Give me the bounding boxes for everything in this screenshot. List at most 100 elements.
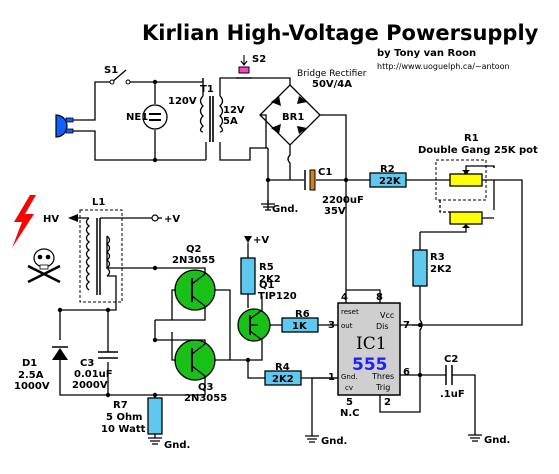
- c3-label: C3: [80, 358, 94, 369]
- url-text: http://www.uoguelph.ca/~antoon: [377, 62, 510, 71]
- hv-label: HV: [43, 214, 59, 225]
- ic1-pin-8: 8: [376, 292, 383, 303]
- ic1-555-timer: [337, 302, 401, 396]
- c3-capacitor: [98, 351, 118, 359]
- r1-pot-a: [449, 173, 483, 187]
- r3-resistor: [412, 249, 428, 287]
- br1-label: BR1: [282, 112, 304, 123]
- gnd-label-ic: Gnd.: [321, 436, 347, 447]
- mains-plug-icon: [55, 114, 74, 138]
- ic1-pin-5: 5: [346, 397, 353, 408]
- d1-label: D1: [22, 358, 37, 369]
- r4-label: R4: [275, 362, 290, 373]
- c1-label: C1: [318, 167, 332, 178]
- ic1-pin-thres: Thres: [371, 372, 394, 381]
- ic1-pin-4: 4: [341, 292, 348, 303]
- c1-capacitor: [304, 169, 316, 191]
- hv-output-arrow: [68, 214, 78, 222]
- q3-transistor: [174, 339, 216, 381]
- ground-symbol-ic: [305, 435, 319, 443]
- ic1-pin-trig: Trig: [375, 383, 390, 392]
- bridge-label: Bridge Rectifier: [297, 69, 367, 79]
- spark-icon: [12, 195, 36, 248]
- s1-label: S1: [104, 65, 118, 76]
- plus-v-label-r5: +V: [253, 235, 269, 246]
- c1-voltage: 35V: [324, 206, 346, 217]
- s2-label: S2: [252, 54, 266, 65]
- r4-value: 2K2: [272, 374, 294, 385]
- s1-switch: [109, 69, 131, 85]
- gnd-label-r7: Gnd.: [164, 440, 190, 451]
- t1-primary-label: 120V: [168, 96, 197, 107]
- s2-pushbutton: [236, 55, 252, 79]
- c2-label: C2: [444, 354, 458, 365]
- ground-symbol-r7: [148, 437, 162, 445]
- r5-label: R5: [259, 262, 274, 273]
- r1-pot-b: [449, 211, 483, 225]
- ic1-pin-vcc: Vcc: [380, 311, 394, 320]
- l1-coil-box: [79, 209, 123, 303]
- ne1-neon-lamp: [142, 104, 168, 130]
- r5-resistor: [240, 257, 256, 295]
- r7-label: R7: [113, 400, 128, 411]
- q2-label: Q2: [186, 244, 202, 255]
- r1-description: Double Gang 25K pot: [418, 145, 538, 156]
- l1-coil: [85, 217, 111, 295]
- t1-label: T1: [200, 84, 214, 95]
- ground-symbol-c2: [468, 434, 482, 442]
- q3-label: Q3: [198, 382, 214, 393]
- t1-transformer: [199, 78, 224, 160]
- ground-symbol-c1: [261, 200, 275, 211]
- r3-label: R3: [430, 252, 445, 263]
- r7-resistor: [147, 397, 163, 435]
- ic1-pin-gnd: Gnd.: [341, 373, 358, 381]
- mains-wire: [73, 81, 206, 161]
- r2-label: R2: [380, 164, 395, 175]
- ic1-name: IC1: [356, 334, 387, 354]
- q3-type: 2N3055: [184, 393, 227, 404]
- q1-label: Q1: [259, 280, 275, 291]
- ic1-pin-out: out: [341, 322, 353, 330]
- r7-value: 5 Ohm: [106, 412, 142, 423]
- ne1-label: NE1: [126, 112, 148, 123]
- page-title: Kirlian High-Voltage Powersupply: [142, 21, 539, 45]
- q1-transistor: [237, 296, 271, 348]
- r6-value: 1K: [292, 321, 308, 332]
- ic1-pin-6: 6: [403, 367, 410, 378]
- r1-label: R1: [464, 133, 479, 144]
- skull-danger-icon: [27, 248, 61, 284]
- c3-value: 0.01uF: [74, 369, 113, 380]
- r5-value: 2K2: [259, 274, 281, 285]
- d1-current: 2.5A: [18, 370, 44, 381]
- ic1-pin-cv: cv: [345, 384, 353, 392]
- l1-label: L1: [92, 197, 105, 208]
- c3-voltage: 2000V: [72, 380, 108, 391]
- bridge-rating: 50V/4A: [312, 79, 352, 90]
- author-text: by Tony van Roon: [377, 48, 476, 59]
- c1-value: 2200uF: [322, 195, 364, 206]
- d1-voltage: 1000V: [14, 381, 50, 392]
- q1-type: TIP120: [258, 291, 297, 302]
- plus-v-terminal-top: [244, 236, 252, 243]
- r6-resistor: [281, 317, 319, 333]
- ic1-nc-label: N.C: [340, 408, 360, 419]
- c2-capacitor: [445, 365, 453, 385]
- q2-type: 2N3055: [172, 255, 215, 266]
- ic1-pin-reset: reset: [341, 308, 359, 316]
- c2-value: .1uF: [440, 389, 465, 400]
- ic1-pin-2: 2: [384, 397, 391, 408]
- d1-diode: [52, 346, 68, 360]
- r2-resistor: [369, 172, 407, 188]
- r6-label: R6: [295, 309, 310, 320]
- ic1-pin-dis: Dis: [376, 322, 389, 331]
- gnd-label-c1: Gnd.: [272, 204, 298, 215]
- plus-v-label-l1: +V: [164, 214, 180, 225]
- r2-value: 22K: [379, 176, 402, 187]
- t1-secondary-current: 5A: [223, 116, 238, 127]
- ic1-part-number: 555: [352, 355, 388, 375]
- t1-secondary-voltage: 12V: [223, 105, 245, 116]
- q2-transistor: [174, 269, 216, 311]
- gnd-label-c2: Gnd.: [484, 435, 510, 446]
- r7-wattage: 10 Watt: [101, 424, 146, 435]
- r3-value: 2K2: [430, 264, 452, 275]
